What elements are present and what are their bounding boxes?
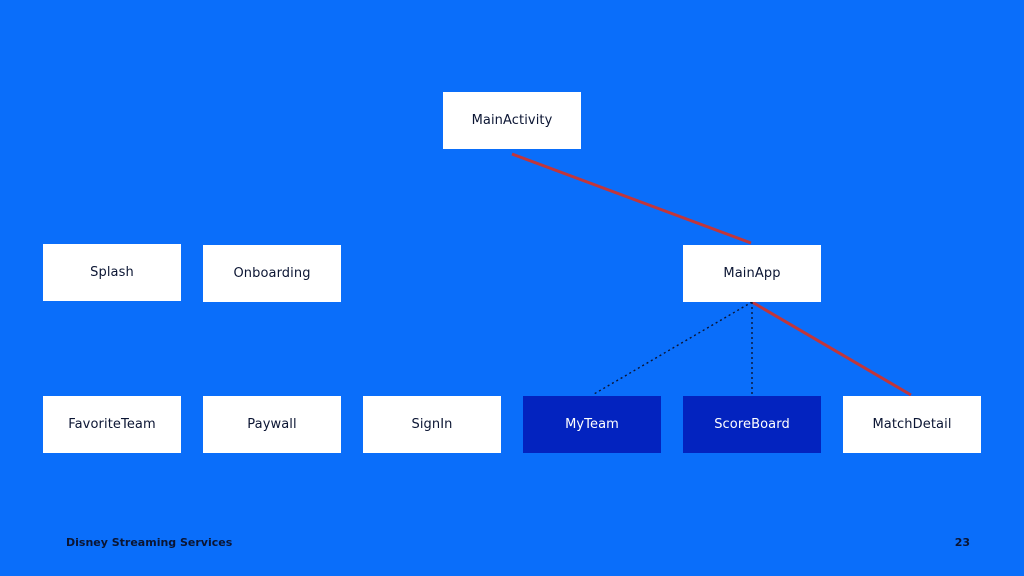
- edge-mainactivity-mainapp: [511, 152, 752, 245]
- node-myteam: MyTeam: [523, 396, 661, 453]
- node-favoriteteam: FavoriteTeam: [43, 396, 181, 453]
- node-matchdetail: MatchDetail: [843, 396, 981, 453]
- node-mainactivity: MainActivity: [443, 92, 581, 149]
- edge-mainapp-matchdetail: [751, 300, 912, 397]
- edge-mainapp-myteam: [593, 301, 753, 395]
- node-scoreboard: ScoreBoard: [683, 396, 821, 453]
- node-paywall: Paywall: [203, 396, 341, 453]
- node-mainapp: MainApp: [683, 245, 821, 302]
- node-onboarding: Onboarding: [203, 245, 341, 302]
- node-signin: SignIn: [363, 396, 501, 453]
- page-number: 23: [954, 536, 970, 549]
- node-splash: Splash: [43, 244, 181, 301]
- footer-brand: Disney Streaming Services: [66, 536, 233, 549]
